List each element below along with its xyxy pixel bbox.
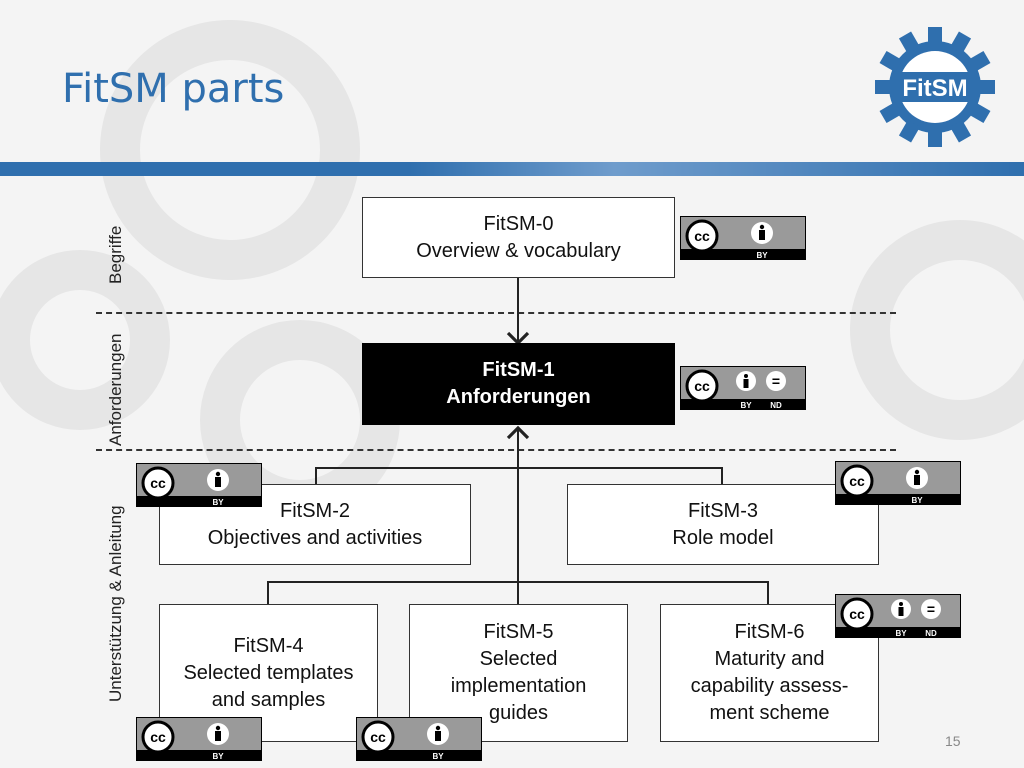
cc-by-nd-badge-fitsm1: cc = BY ND: [680, 366, 806, 410]
logo-text: FitSM: [902, 75, 967, 102]
header-band: [0, 162, 1024, 176]
by-label: BY: [212, 498, 224, 507]
cc-icon: cc: [150, 729, 166, 745]
side-label-anforderungen: Anforderungen: [106, 333, 125, 446]
box-fitsm-6[interactable]: FitSM-6 Maturity and capability assess- …: [660, 604, 879, 742]
box-subtitle: Selected: [479, 648, 558, 670]
cc-icon: cc: [694, 228, 710, 244]
nd-icon: =: [772, 373, 780, 389]
box-title: FitSM-5: [483, 621, 554, 643]
cc-by-badge-fitsm5: cc BY: [356, 717, 482, 761]
cc-icon: cc: [150, 475, 166, 491]
cc-by-nd-badge-fitsm6: cc = BY ND: [835, 594, 961, 638]
box-subtitle: Overview & vocabulary: [416, 239, 621, 262]
side-label-begriffe: Begriffe: [106, 225, 125, 284]
page-number: 15: [945, 733, 961, 749]
nd-icon: =: [927, 601, 935, 617]
box-fitsm-3[interactable]: FitSM-3 Role model: [567, 484, 879, 565]
box-subtitle: Objectives and activities: [207, 526, 423, 549]
separator-bottom: [96, 449, 896, 451]
box-title: FitSM-3: [688, 499, 758, 522]
cc-icon: cc: [694, 378, 710, 394]
box-subtitle: Selected templates: [183, 661, 354, 684]
box-subtitle: Anforderungen: [446, 386, 591, 408]
separator-top: [96, 312, 896, 314]
nd-label: ND: [925, 629, 937, 638]
cc-by-badge-fitsm3: cc BY: [835, 461, 961, 505]
box-title: FitSM-4: [233, 634, 304, 657]
cc-icon: cc: [849, 473, 865, 489]
box-subtitle: capability assess-: [690, 675, 849, 697]
box-title: FitSM-2: [280, 499, 350, 522]
box-subtitle: and samples: [211, 688, 326, 711]
box-subtitle: Maturity and: [714, 648, 825, 670]
box-fitsm-4[interactable]: FitSM-4 Selected templates and samples: [159, 604, 378, 742]
cc-icon: cc: [849, 606, 865, 622]
box-title: FitSM-6: [734, 621, 805, 643]
cc-icon: cc: [370, 729, 386, 745]
cc-by-badge-fitsm0: cc BY: [680, 216, 806, 260]
by-label: BY: [740, 401, 752, 410]
box-subtitle: Role model: [672, 526, 774, 549]
box-subtitle: implementation: [450, 675, 587, 697]
box-subtitle: ment scheme: [709, 702, 830, 724]
by-label: BY: [895, 629, 907, 638]
by-label: BY: [212, 752, 224, 761]
box-title: FitSM-0: [483, 212, 554, 235]
nd-label: ND: [770, 401, 782, 410]
box-subtitle: guides: [489, 702, 548, 724]
box-title: FitSM-1: [482, 359, 555, 381]
cc-by-badge-fitsm4: cc BY: [136, 717, 262, 761]
cc-by-badge-fitsm2: cc BY: [136, 463, 262, 507]
page-title: FitSM parts: [62, 66, 285, 112]
side-label-unterstuetzung: Unterstützung & Anleitung: [106, 505, 125, 702]
box-fitsm-1[interactable]: FitSM-1 Anforderungen: [362, 343, 675, 425]
by-label: BY: [911, 496, 923, 505]
box-fitsm-0[interactable]: FitSM-0 Overview & vocabulary: [362, 197, 675, 278]
fitsm-logo: FitSM: [875, 27, 995, 147]
by-label: BY: [756, 251, 768, 260]
by-label: BY: [432, 752, 444, 761]
